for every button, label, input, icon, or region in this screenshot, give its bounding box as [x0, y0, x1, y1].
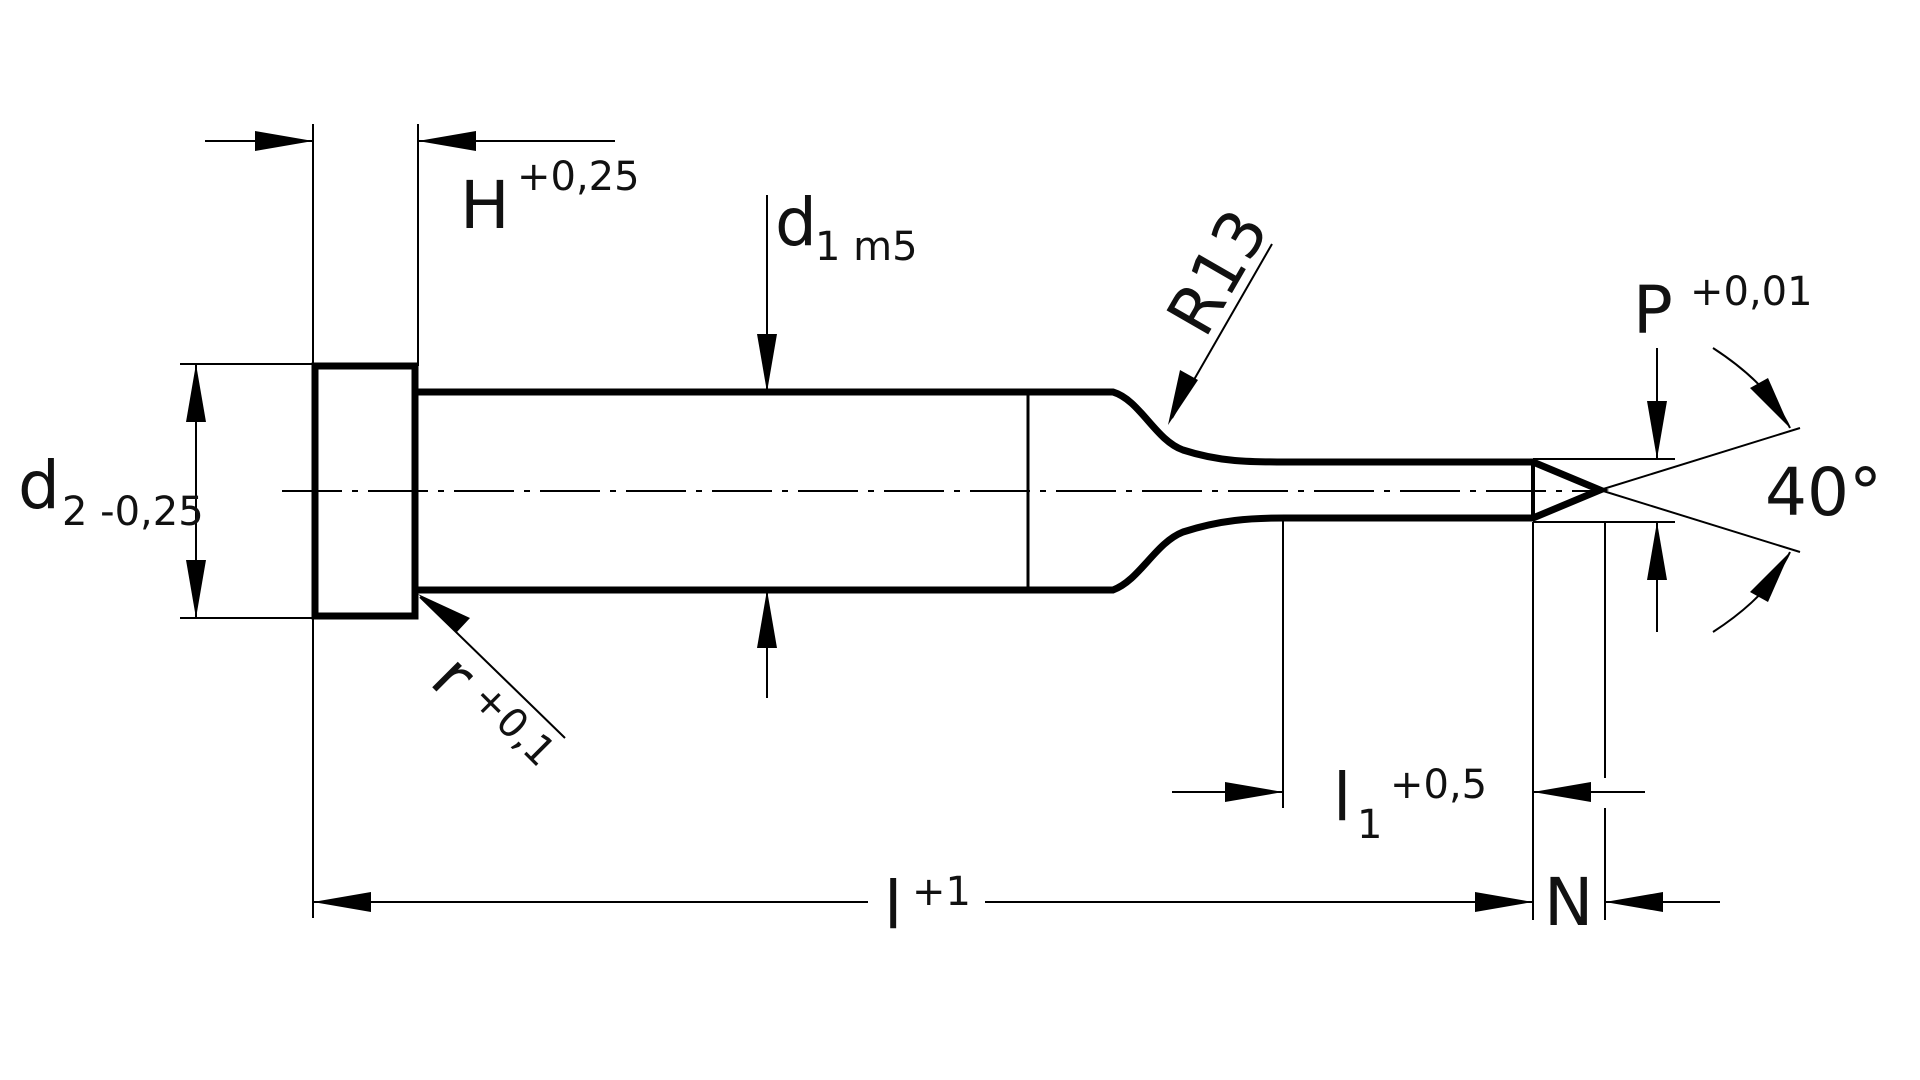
label-P: P: [1633, 272, 1673, 349]
dimension-head-thickness: H +0,25: [205, 124, 640, 918]
dimension-transition-radius: R13: [1152, 197, 1284, 425]
dimension-head-fillet: r +0,1: [417, 594, 566, 776]
label-r-tolerance: +0,1: [463, 675, 564, 776]
label-40-degrees: 40°: [1765, 454, 1882, 531]
dimension-chamfer-length: N: [1544, 864, 1720, 941]
label-l-tolerance: +1: [912, 869, 971, 915]
label-H: H: [460, 167, 510, 244]
label-d1: d: [775, 184, 817, 261]
label-l: l: [884, 867, 902, 944]
dimension-tip-angle: 40°: [1599, 347, 1882, 633]
label-d1-subscript: 1 m5: [815, 224, 918, 270]
dimension-head-diameter: d 2 -0,25: [18, 363, 313, 619]
label-R13: R13: [1152, 197, 1284, 348]
label-H-tolerance: +0,25: [517, 154, 640, 200]
label-N: N: [1544, 864, 1593, 941]
label-d2: d: [18, 447, 60, 524]
label-l1-subscript: 1: [1357, 802, 1382, 848]
label-l1-tolerance: +0,5: [1390, 762, 1487, 808]
dimension-overall-length: l +1: [313, 867, 1533, 944]
label-P-tolerance: +0,01: [1690, 269, 1813, 315]
dimension-shank-diameter: d 1 m5: [757, 184, 918, 698]
label-d2-subscript: 2 -0,25: [62, 489, 204, 535]
dimension-tip-length: l 1 +0,5: [1172, 520, 1645, 920]
label-l1: l: [1333, 759, 1351, 836]
